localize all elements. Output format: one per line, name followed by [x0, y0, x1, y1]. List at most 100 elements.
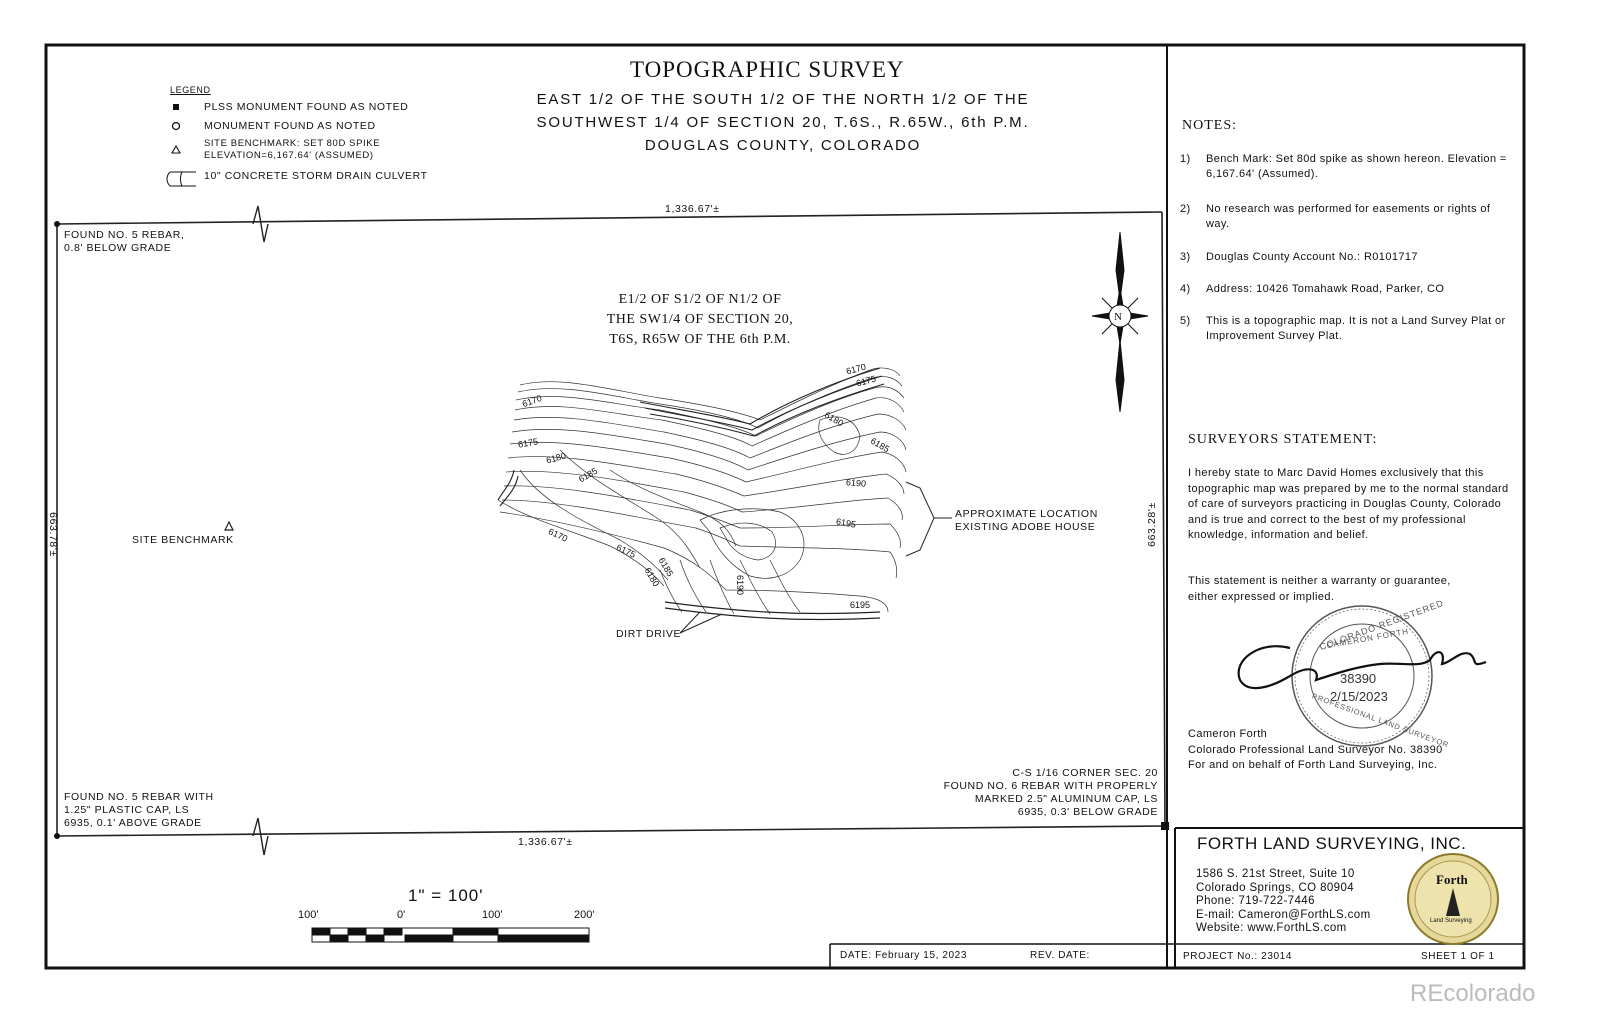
- note-item: 3) Douglas County Account No.: R0101717: [1180, 250, 1515, 268]
- note-item: 4) Address: 10426 Tomahawk Road, Parker,…: [1180, 282, 1515, 300]
- parcel-label-line-1: E1/2 OF S1/2 OF N1/2 OF: [618, 292, 782, 307]
- description-line-2: SOUTHWEST 1/4 OF SECTION 20, T.6S., R.65…: [536, 114, 1030, 131]
- bottom-dimension: 1,336.67'±: [518, 836, 573, 848]
- legend-item-plss: PLSS MONUMENT FOUND AS NOTED: [204, 101, 409, 113]
- footer-date: DATE: February 15, 2023: [840, 950, 968, 961]
- watermark: REcolorado: [1410, 980, 1536, 1007]
- dirt-drive-lines: [664, 601, 881, 621]
- seal-number: 38390: [1340, 671, 1377, 686]
- parcel-boundary: [56, 211, 1166, 837]
- footer-rev-date: REV. DATE:: [1030, 950, 1090, 961]
- scale-text: 1" = 100': [408, 886, 484, 905]
- left-dimension: 663.78'±: [46, 512, 59, 557]
- scale-tick: 100': [482, 909, 503, 921]
- nw-note-line-1: FOUND NO. 5 REBAR,: [64, 229, 185, 241]
- sw-note-line-1: FOUND NO. 5 REBAR WITH: [64, 791, 214, 803]
- sw-corner-note: FOUND NO. 5 REBAR WITH 1.25" PLASTIC CAP…: [64, 791, 214, 830]
- signer-name: Cameron Forth: [1188, 728, 1268, 740]
- page-title: TOPOGRAPHIC SURVEY: [630, 57, 905, 82]
- description-line-3: DOUGLAS COUNTY, COLORADO: [644, 137, 922, 154]
- footer-project: PROJECT No.: 23014: [1183, 951, 1292, 962]
- statement-heading: SURVEYORS STATEMENT:: [1188, 432, 1378, 447]
- legend-square-icon: [173, 104, 179, 110]
- leader-lines: [679, 481, 952, 634]
- note-item: 5) This is a topographic map. It is not …: [1180, 314, 1515, 346]
- contour-lines: [497, 367, 907, 615]
- legend-item-benchmark: SITE BENCHMARK: SET 80D SPIKE: [204, 138, 381, 149]
- sw-note-line-3: 6935, 0.1' ABOVE GRADE: [64, 817, 202, 829]
- house-label-line-2: EXISTING ADOBE HOUSE: [955, 521, 1096, 533]
- survey-description: EAST 1/2 OF THE SOUTH 1/2 OF THE NORTH 1…: [483, 88, 1083, 157]
- signer-license: Colorado Professional Land Surveyor No. …: [1188, 743, 1443, 756]
- seal-date: 2/15/2023: [1330, 689, 1388, 704]
- house-label: APPROXIMATE LOCATION EXISTING ADOBE HOUS…: [955, 508, 1098, 534]
- break-symbol-bottom: [252, 817, 269, 856]
- legend-heading: LEGEND: [170, 85, 211, 95]
- legend-culvert-icon: [166, 171, 196, 187]
- sheet-border: [44, 43, 1526, 970]
- company-address: 1586 S. 21st Street, Suite 10 Colorado S…: [1196, 868, 1371, 936]
- benchmark-triangle-icon: [224, 520, 234, 531]
- nw-monument-icon: [54, 221, 60, 227]
- note-number: 5): [1180, 315, 1191, 327]
- drive-label: DIRT DRIVE: [616, 628, 682, 640]
- company-email[interactable]: E-mail: Cameron@ForthLS.com: [1196, 908, 1371, 921]
- scale-tick: 0': [397, 909, 406, 921]
- note-text: Douglas County Account No.: R0101717: [1206, 251, 1418, 263]
- statement-disclaimer: This statement is neither a warranty or …: [1188, 575, 1451, 603]
- legend-circle-icon: [171, 121, 181, 131]
- top-dimension: 1,336.67'±: [665, 203, 720, 215]
- north-arrow-icon: N: [1091, 231, 1149, 413]
- se-note-line-4: 6935, 0.3' BELOW GRADE: [1017, 806, 1158, 818]
- legend-item-culvert: 10" CONCRETE STORM DRAIN CULVERT: [204, 170, 428, 182]
- se-note-line-2: FOUND NO. 6 REBAR WITH PROPERLY: [943, 780, 1158, 792]
- company-website[interactable]: Website: www.ForthLS.com: [1196, 922, 1347, 934]
- contour-label: 6195: [850, 600, 871, 610]
- sw-monument-icon: [54, 833, 60, 839]
- company-city: Colorado Springs, CO 80904: [1196, 881, 1355, 894]
- parcel-label-line-2: THE SW1/4 OF SECTION 20,: [606, 312, 794, 327]
- scale-tick: 200': [574, 909, 595, 921]
- right-dimension: 663.28'±: [1145, 502, 1158, 547]
- note-number: 4): [1180, 283, 1191, 295]
- se-corner-note: C-S 1/16 CORNER SEC. 20 FOUND NO. 6 REBA…: [900, 767, 1158, 819]
- se-note-line-1: C-S 1/16 CORNER SEC. 20: [1012, 767, 1158, 779]
- se-monument-icon: [1161, 822, 1169, 830]
- logo-text: Forth: [1436, 872, 1468, 887]
- note-number: 2): [1180, 203, 1191, 215]
- contour-label: 6190: [845, 477, 867, 489]
- note-text: This is a topographic map. It is not a L…: [1206, 315, 1506, 342]
- note-item: 1) Bench Mark: Set 80d spike as shown he…: [1180, 152, 1515, 184]
- footer-sheet: SHEET 1 OF 1: [1421, 951, 1495, 962]
- contour-label: 6190: [735, 574, 746, 596]
- description-line-1: EAST 1/2 OF THE SOUTH 1/2 OF THE NORTH 1…: [536, 91, 1030, 108]
- note-text: Bench Mark: Set 80d spike as shown hereo…: [1206, 153, 1507, 180]
- scale-tick: 100': [298, 909, 319, 921]
- break-symbol-top: [252, 205, 269, 243]
- parcel-label-line-3: T6S, R65W OF THE 6th P.M.: [609, 332, 791, 347]
- company-phone: Phone: 719-722-7446: [1196, 895, 1315, 907]
- note-item: 2) No research was performed for easemen…: [1180, 202, 1515, 234]
- statement-text: I hereby state to Marc David Homes exclu…: [1188, 467, 1509, 541]
- nw-note-line-2: 0.8' BELOW GRADE: [64, 242, 172, 254]
- company-name: FORTH LAND SURVEYING, INC.: [1197, 834, 1467, 853]
- se-note-line-3: MARKED 2.5" ALUMINUM CAP, LS: [974, 793, 1158, 805]
- legend-item-monument: MONUMENT FOUND AS NOTED: [204, 120, 376, 132]
- note-number: 1): [1180, 153, 1191, 165]
- note-number: 3): [1180, 251, 1191, 263]
- company-logo: [1407, 853, 1499, 945]
- parcel-label: E1/2 OF S1/2 OF N1/2 OF THE SW1/4 OF SEC…: [580, 290, 820, 350]
- scale-bar: [311, 927, 590, 943]
- notes-heading: NOTES:: [1182, 118, 1237, 133]
- benchmark-label: SITE BENCHMARK: [132, 534, 234, 546]
- steep-contours: [497, 367, 885, 507]
- company-street: 1586 S. 21st Street, Suite 10: [1196, 868, 1355, 880]
- legend-triangle-icon: [171, 144, 181, 154]
- logo-subtext: Land Surveying: [1430, 918, 1472, 924]
- note-text: No research was performed for easements …: [1206, 203, 1491, 230]
- house-label-line-1: APPROXIMATE LOCATION: [955, 508, 1098, 520]
- signer-company: For and on behalf of Forth Land Surveyin…: [1188, 759, 1438, 771]
- sw-note-line-2: 1.25" PLASTIC CAP, LS: [64, 804, 190, 816]
- svg-text:N: N: [1114, 311, 1122, 323]
